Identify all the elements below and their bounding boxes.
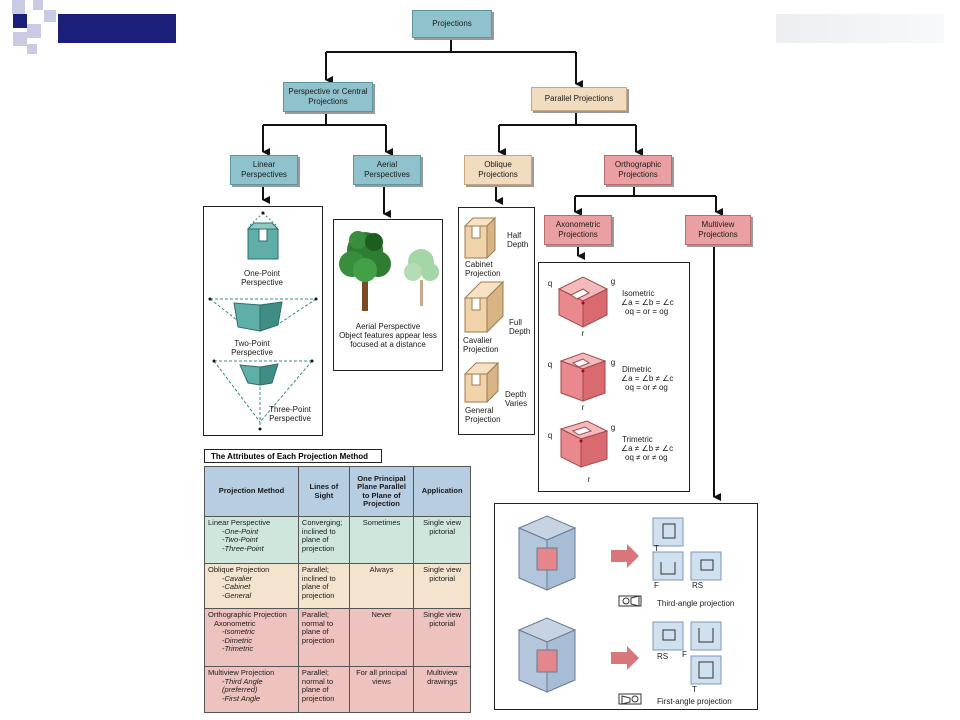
half-depth-label: Half Depth: [507, 231, 529, 249]
axonometric-panel: q g r Isometric ∠a = ∠b = ∠c oq = or = o…: [538, 262, 690, 492]
decor-bar: [58, 14, 176, 43]
trimetric-formula-angles: ∠a ≠ ∠b ≠ ∠c: [621, 444, 674, 453]
node-projections: Projections: [412, 10, 492, 38]
linear-perspective-panel: One-Point Perspective Two-Point Perspect…: [203, 206, 323, 436]
dimetric-label: Dimetric: [622, 365, 652, 374]
third-angle-label: Third-angle projection: [657, 599, 735, 608]
node-aerial-perspectives: Aerial Perspectives: [353, 155, 421, 185]
table-row: Orthographic Projection Axonometric -Iso…: [204, 608, 471, 667]
full-depth-label: Full Depth: [509, 318, 531, 336]
first-angle-label: First-angle projection: [657, 697, 732, 706]
decor-square: [13, 32, 27, 46]
axis-r-label: r: [587, 475, 591, 484]
one-point-label: One-Point Perspective: [241, 269, 283, 287]
aerial-perspective-panel: Aerial Perspective Object features appea…: [333, 219, 443, 371]
axis-q-label: q: [547, 279, 553, 288]
three-point-figure: [212, 359, 314, 431]
table-row: Oblique Projection -Cavalier -Cabinet -G…: [204, 563, 471, 609]
decor-bar-right: [776, 14, 944, 43]
axis-r-label: r: [581, 329, 585, 338]
two-point-figure: [208, 297, 318, 332]
table-header: Application: [413, 466, 471, 517]
slide-decoration: [0, 0, 180, 60]
decor-square: [13, 14, 27, 28]
axis-q-label: q: [547, 431, 553, 440]
axis-g-label: g: [610, 423, 616, 432]
table-row: Linear Perspective -One-Point -Two-Point…: [204, 516, 471, 564]
node-oblique: Oblique Projections: [464, 155, 532, 185]
decor-square: [27, 24, 41, 38]
decor-square: [44, 10, 56, 22]
aerial-caption-title: Aerial Perspective: [355, 322, 421, 331]
decor-square: [33, 0, 43, 10]
table-header: Projection Method: [204, 466, 299, 517]
axis-r-label: r: [581, 403, 585, 412]
node-multiview: Multiview Projections: [685, 215, 751, 245]
view-label-t: T: [654, 544, 659, 553]
node-perspective-central: Perspective or Central Projections: [283, 82, 373, 112]
node-linear-perspectives: Linear Perspectives: [230, 155, 298, 185]
oblique-panel: Half Depth Cabinet Projection Full Depth…: [458, 207, 535, 435]
trees-illustration: [339, 231, 439, 311]
node-axonometric: Axonometric Projections: [544, 215, 612, 245]
table-row: Multiview Projection -Third Angle (prefe…: [204, 666, 471, 713]
isometric-label: Isometric: [622, 289, 655, 298]
dimetric-formula-lengths: oq = or ≠ og: [625, 383, 668, 392]
right-arrow-icon: [611, 544, 639, 568]
perspective-figures: [208, 211, 318, 431]
axis-g-label: g: [610, 277, 616, 286]
node-parallel: Parallel Projections: [531, 87, 627, 111]
table-header: Lines of Sight: [297, 466, 350, 517]
trimetric-label: Trimetric: [622, 435, 653, 444]
node-orthographic: Orthographic Projections: [604, 155, 672, 185]
one-point-figure: [246, 211, 280, 260]
right-arrow-icon: [611, 646, 639, 670]
view-label-t: T: [692, 685, 697, 694]
axonometric-figures: [557, 276, 609, 468]
view-label-rs: RS: [692, 581, 704, 590]
view-label-f: F: [654, 581, 659, 590]
dimetric-formula-angles: ∠a = ∠b ≠ ∠c: [621, 374, 674, 383]
multiview-figures: [517, 515, 722, 705]
attributes-table: Projection Method Lines of Sight One Pri…: [204, 466, 471, 713]
view-label-rs: RS: [657, 652, 669, 661]
aerial-caption-text: Object features appear less focused at a…: [339, 331, 437, 349]
oblique-figures: [463, 216, 505, 404]
table-header: One Principal Plane Parallel to Plane of…: [348, 466, 415, 517]
axis-g-label: g: [610, 358, 616, 367]
decor-square: [27, 44, 37, 54]
depth-varies-label: Depth Varies: [505, 390, 528, 408]
cabinet-projection-label: Cabinet Projection: [465, 260, 501, 278]
axis-q-label: q: [547, 360, 553, 369]
isometric-formula-angles: ∠a = ∠b = ∠c: [621, 298, 674, 307]
isometric-formula-lengths: oq = or = og: [625, 307, 669, 316]
general-projection-label: General Projection: [465, 406, 501, 424]
two-point-label: Two-Point Perspective: [231, 339, 273, 357]
view-label-f: F: [682, 650, 687, 659]
cavalier-projection-label: Cavalier Projection: [463, 336, 499, 354]
trimetric-formula-lengths: oq ≠ or ≠ og: [625, 453, 668, 462]
three-point-label: Three-Point Perspective: [269, 405, 311, 423]
attributes-table-title: The Attributes of Each Projection Method: [204, 449, 382, 463]
decor-square: [12, 0, 25, 14]
multiview-panel: T F RS Third-angle projection RS F T Fir…: [494, 503, 758, 710]
